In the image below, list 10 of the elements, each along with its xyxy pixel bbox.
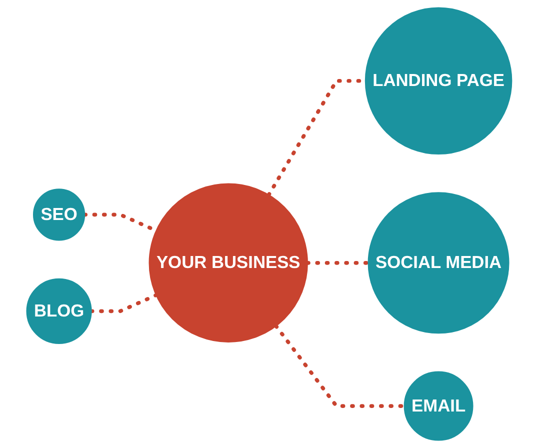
node-circle (364, 7, 512, 155)
node-circle (32, 188, 85, 241)
diagram: YOUR BUSINESS LANDING PAGE SEO SOCIAL MEDIA BLOG EMAIL (18, 0, 520, 448)
node-circle (26, 278, 92, 344)
node-circle (148, 183, 308, 343)
node-circle (404, 371, 474, 441)
connector (274, 324, 406, 408)
connector (89, 293, 158, 314)
connector (305, 260, 370, 265)
node-circle (368, 192, 510, 334)
